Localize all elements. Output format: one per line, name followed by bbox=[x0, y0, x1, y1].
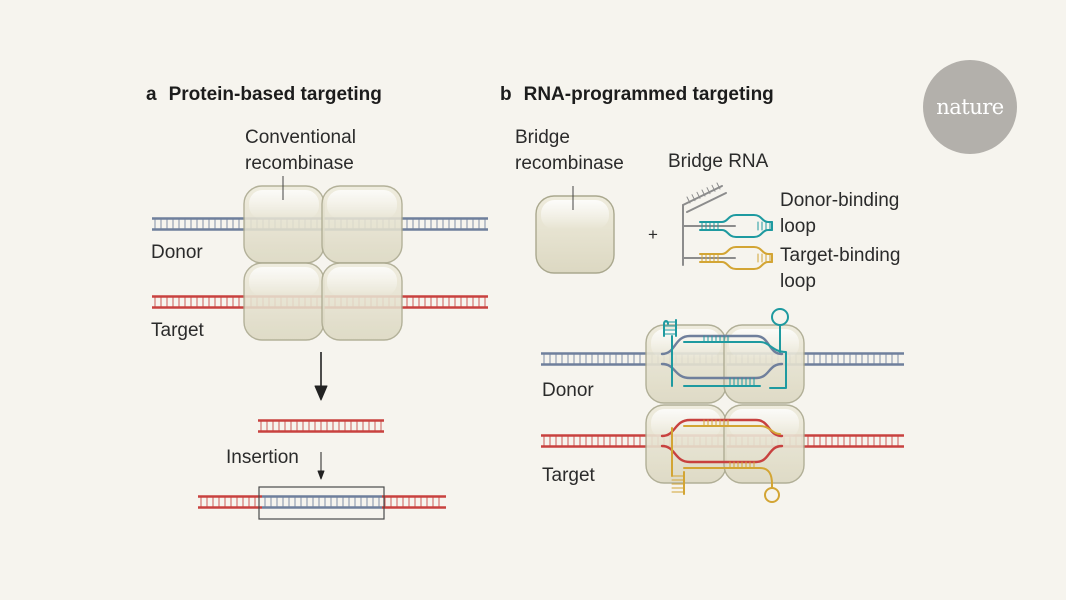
panel-a-result-left-target-rungs bbox=[200, 497, 256, 507]
panel-a-insertion-target-fragment bbox=[258, 419, 384, 433]
donor-loop-rungs bbox=[703, 335, 755, 387]
conventional-recombinase-label: Conventional recombinase bbox=[245, 125, 356, 177]
donor-loop-left-arm bbox=[663, 320, 673, 387]
donor-loop-right-arm bbox=[683, 341, 787, 389]
donor-binding-loop-glyph bbox=[682, 214, 773, 238]
bridge-rna-label: Bridge RNA bbox=[668, 151, 769, 172]
target-binding-loop-glyph-bottom bbox=[699, 261, 773, 270]
bridge-rna-diagram bbox=[682, 182, 773, 270]
donor-binding-loop-label-line1: Donor-binding bbox=[780, 190, 900, 211]
target-binding-loop-label-line1: Target-binding bbox=[780, 245, 901, 266]
insertion-box bbox=[258, 486, 385, 520]
target-binding-loop-label: Target-binding loop bbox=[780, 243, 900, 295]
conventional-recombinase-subunit-1 bbox=[243, 185, 325, 264]
nature-logo: nature bbox=[923, 60, 1017, 154]
panel-a-result-right-target-rungs bbox=[384, 497, 440, 507]
donor-hairpin-rungs bbox=[663, 321, 677, 335]
panel-b-title: b RNA-programmed targeting bbox=[500, 84, 774, 106]
target-loop-rungs bbox=[703, 419, 755, 469]
bridge-recombinase-label-line1: Bridge bbox=[515, 127, 570, 148]
panel-a-insertion-target-fragment-rungs bbox=[260, 421, 382, 431]
panel-a-result-inserted-donor bbox=[262, 495, 382, 509]
panel-a-title: a Protein-based targeting bbox=[146, 84, 382, 106]
target-hairpin-rungs bbox=[671, 475, 685, 493]
donor-binding-loop-glyph-top bbox=[699, 214, 773, 223]
bridge-recombinase-subunit-4 bbox=[723, 404, 805, 484]
bridge-recombinase-subunit-2-highlight bbox=[729, 329, 799, 359]
insertion-arrow-head bbox=[317, 470, 325, 480]
target-loop-top bbox=[683, 425, 781, 435]
target-binding-loop-glyph-rungs bbox=[701, 253, 771, 263]
target-loop-head bbox=[764, 487, 780, 503]
panel-a-letter: a bbox=[146, 84, 157, 105]
bridge-rna-hairpin-strand-2 bbox=[686, 192, 727, 213]
plus-sign: + bbox=[648, 225, 658, 244]
bridge-rna-hairpin-rungs bbox=[686, 182, 721, 204]
donor-binding-loop-glyph-bottom bbox=[699, 229, 773, 238]
bridge-rna-hairpin-strand-1 bbox=[682, 185, 723, 206]
donor-crossover bbox=[660, 308, 789, 389]
donor-loop-head bbox=[771, 308, 789, 326]
target-binding-loop-glyph bbox=[682, 246, 773, 270]
panel-b-letter: b bbox=[500, 84, 512, 105]
conventional-recombinase-subunit-4-highlight bbox=[327, 267, 397, 297]
panel-a-result-inserted-donor-rungs bbox=[264, 497, 380, 507]
panel-a-donor-label: Donor bbox=[151, 242, 203, 263]
bridge-recombinase-protein bbox=[535, 195, 615, 274]
conventional-recombinase-label-line1: Conventional bbox=[245, 127, 356, 148]
target-loop-bottom bbox=[671, 427, 773, 485]
panel-a-arrow-head bbox=[314, 385, 328, 401]
bridge-recombinase-label: Bridge recombinase bbox=[515, 125, 624, 177]
target-crossover bbox=[660, 418, 784, 503]
insertion-label: Insertion bbox=[226, 447, 299, 468]
panel-a-target-label: Target bbox=[151, 320, 204, 341]
donor-binding-loop-glyph-rungs bbox=[701, 221, 771, 231]
donor-binding-loop-label-line2: loop bbox=[780, 216, 816, 237]
bridge-recombinase-label-line2: recombinase bbox=[515, 153, 624, 174]
conventional-recombinase-subunit-1-highlight bbox=[249, 190, 319, 220]
bridge-recombinase-subunit-3 bbox=[645, 404, 727, 484]
panel-a-result-left-target bbox=[198, 495, 262, 509]
conventional-recombinase-subunit-3-highlight bbox=[249, 267, 319, 297]
bridge-recombinase-subunit-3-highlight bbox=[651, 409, 721, 439]
conventional-recombinase-subunit-2 bbox=[321, 185, 403, 264]
panel-b-target-label: Target bbox=[542, 465, 595, 486]
panel-b-donor-label: Donor bbox=[542, 380, 594, 401]
conventional-recombinase-label-line2: recombinase bbox=[245, 153, 354, 174]
conventional-recombinase-subunit-2-highlight bbox=[327, 190, 397, 220]
panel-a-title-text: Protein-based targeting bbox=[168, 84, 382, 105]
panel-b-title-text: RNA-programmed targeting bbox=[523, 84, 774, 105]
panel-a-result-right-target bbox=[382, 495, 446, 509]
donor-binding-loop-label: Donor-binding loop bbox=[780, 188, 899, 240]
target-binding-loop-label-line2: loop bbox=[780, 271, 816, 292]
target-binding-loop-glyph-top bbox=[699, 246, 773, 255]
conventional-recombinase-subunit-4 bbox=[321, 262, 403, 341]
bridge-recombinase-protein-highlight bbox=[541, 200, 609, 230]
conventional-recombinase-subunit-3 bbox=[243, 262, 325, 341]
